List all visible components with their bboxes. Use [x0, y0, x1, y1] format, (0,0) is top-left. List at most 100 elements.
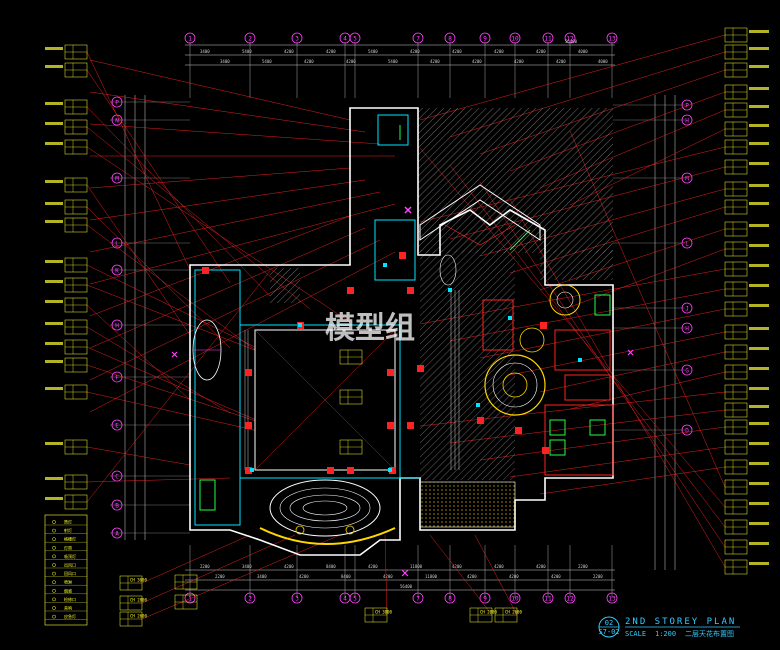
watermark: 模型组	[325, 311, 415, 346]
grid-bubble-col	[184, 592, 196, 604]
grid-bubble-label: 10	[511, 596, 519, 603]
chevron-ceiling	[419, 184, 541, 241]
grid-bubble-label: A	[115, 531, 119, 538]
grid-bubble-label: D	[685, 428, 689, 435]
grid-bubble-label: L	[685, 241, 689, 248]
dimension-value: 4200	[383, 574, 393, 579]
grid-bubble-row	[681, 114, 693, 126]
legend-item-label: 射灯	[64, 527, 72, 533]
legend-item-label: 检修口	[64, 596, 76, 602]
legend-symbol-icon	[52, 554, 56, 559]
dimension-value: 4200	[536, 49, 546, 54]
round-ceiling-features	[439, 254, 581, 416]
grid-bubble-label: H	[685, 118, 689, 125]
dimension-value: 4200	[430, 59, 440, 64]
dimension-value: 2200	[593, 574, 603, 579]
legend-symbol-icon	[52, 588, 56, 593]
dimension-value: 4000	[598, 59, 608, 64]
grid-bubble-label: 9	[483, 36, 487, 43]
grid-bubble-row	[111, 172, 123, 184]
dimension-value: 4000	[578, 49, 588, 54]
grid-bubble-label: 4	[343, 596, 347, 603]
grid-bubble-row	[111, 527, 123, 539]
dimension-value: 4200	[509, 574, 519, 579]
grid-bubble-label: 11	[544, 36, 552, 43]
magenta-markers	[171, 206, 634, 577]
grid-bubble-col	[479, 592, 491, 604]
legend-item-label: 回风口	[64, 571, 76, 576]
top-dimension-chain	[185, 44, 615, 66]
grid-bubble-col	[606, 592, 618, 604]
legend-symbol-icon	[52, 597, 56, 602]
red-room-outlines	[482, 299, 614, 476]
grid-bubble-label: 11	[544, 596, 552, 603]
grid-bubble-col	[184, 32, 196, 44]
grid-bubble-label: 1	[188, 596, 192, 603]
dimension-value: 4200	[472, 59, 482, 64]
legend-item-label: 灯带	[64, 544, 72, 550]
grid-bubble-col	[444, 32, 456, 44]
drawing-title-cn: 二层天花布置图	[685, 629, 734, 638]
dimension-value: 8400	[326, 564, 336, 569]
grid-bubble-row	[681, 364, 693, 376]
dimension-text-top: 5640034003400540054004200420042004200540…	[200, 39, 608, 64]
left-dimension-chain	[124, 95, 146, 540]
dimension-value: 4200	[494, 49, 504, 54]
grid-bubble-label: 12	[566, 36, 574, 43]
drawing-number-bottom: S7-02	[598, 628, 619, 636]
dimension-value: 4200	[452, 564, 462, 569]
grid-bubble-col	[244, 592, 256, 604]
grid-bubble-label: G	[685, 368, 689, 375]
grid-bubble-row	[111, 371, 123, 383]
grid-bubble-col	[349, 592, 361, 604]
grid-bubble-row	[681, 322, 693, 334]
dimension-value: 4200	[467, 574, 477, 579]
grid-bubble-col	[444, 592, 456, 604]
ceiling-height-tag: CH 3000	[130, 578, 147, 583]
dimension-value: 4200	[326, 49, 336, 54]
ceiling-height-tag: CH 2800	[130, 598, 147, 603]
ceiling-height-tag: CH 2600	[130, 614, 147, 619]
partitions-cyan	[194, 114, 420, 526]
dimension-value: 4200	[556, 59, 566, 64]
dimension-value: 2200	[578, 564, 588, 569]
legend-item-label: 筒灯	[64, 519, 72, 525]
grid-bubble-label: 7	[416, 596, 420, 603]
grid-bubble-label: H	[685, 326, 689, 333]
grid-bubble-label: B	[115, 503, 119, 510]
floor-plan	[171, 107, 634, 610]
legend-item-label: 吸顶灯	[64, 553, 76, 559]
grid-bubble-col	[349, 32, 361, 44]
grid-bubble-row	[111, 96, 123, 108]
inner-ceiling-tags	[174, 349, 363, 610]
grid-bubble-label: 8	[448, 36, 452, 43]
grid-bubble-col	[542, 32, 554, 44]
grid-bubble-label: 13	[608, 596, 616, 603]
grid-bubble-col	[509, 32, 521, 44]
cyan-fixtures	[250, 263, 582, 472]
grid-bubble-label: 3	[295, 36, 299, 43]
legend-symbol-icon	[52, 614, 56, 619]
dimension-value: 4200	[452, 49, 462, 54]
grid-bubble-label: K	[115, 268, 119, 275]
grid-bubble-label: J	[685, 306, 689, 313]
dimension-value: 4200	[551, 574, 561, 579]
grid-bubble-row	[681, 424, 693, 436]
title-block: 02 S7-02 2ND STOREY PLAN SCALE 1:200 二层天…	[598, 616, 740, 638]
dimension-value: 8400	[341, 574, 351, 579]
dimension-overall-bottom: 56400	[400, 584, 413, 589]
grid-bubble-row	[111, 264, 123, 276]
grid-bubble-col	[479, 32, 491, 44]
legend-item-label: 烟感	[64, 587, 72, 593]
dimension-value: 4200	[346, 59, 356, 64]
dimension-value: 4200	[368, 564, 378, 569]
legend-symbol-icon	[52, 606, 56, 610]
dimension-value: 4200	[410, 49, 420, 54]
grid-bubble-label: 7	[416, 36, 420, 43]
dotted-ceiling-panel	[419, 481, 516, 528]
ellipse-ceiling-feature	[259, 479, 396, 545]
dimension-value: 11800	[410, 564, 423, 569]
